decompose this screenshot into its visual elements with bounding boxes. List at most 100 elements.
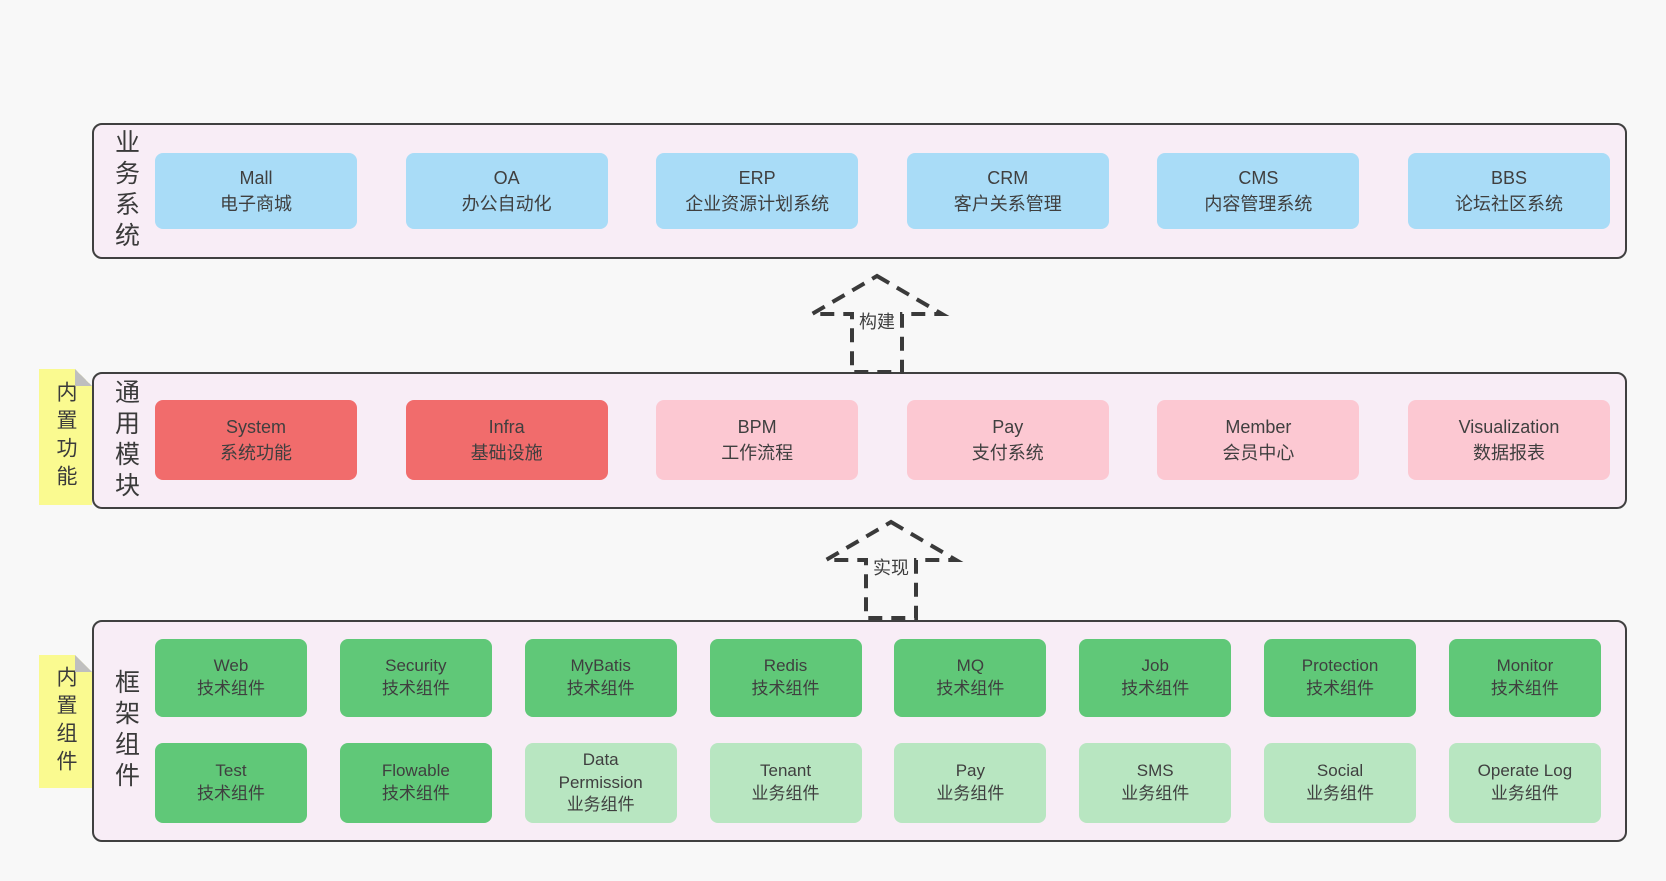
box-mall: Mall 电子商城 xyxy=(155,153,357,229)
box-subtitle: 内容管理系统 xyxy=(1204,194,1313,214)
box-test: Test 技术组件 xyxy=(155,743,307,823)
box-pay-component: Pay 业务组件 xyxy=(894,743,1047,823)
dashed-up-arrow-icon xyxy=(818,519,964,620)
box-title: SMS xyxy=(1136,761,1174,781)
box-title: Redis xyxy=(763,656,808,676)
box-title: Data Permission xyxy=(558,749,643,792)
box-title: Flowable xyxy=(381,761,450,781)
box-subtitle: 会员中心 xyxy=(1222,443,1295,463)
box-subtitle: 业务组件 xyxy=(751,784,820,803)
box-title: Member xyxy=(1225,416,1292,437)
business-box-row: Mall 电子商城 OA 办公自动化 ERP 企业资源计划系统 CRM 客户关系… xyxy=(155,153,1610,229)
box-flowable: Flowable 技术组件 xyxy=(339,743,492,823)
box-subtitle: 基础设施 xyxy=(470,443,543,463)
box-subtitle: 技术组件 xyxy=(197,784,265,803)
box-title: Visualization xyxy=(1458,416,1560,437)
arrow-implement: 实现 xyxy=(816,514,966,624)
box-subtitle: 技术组件 xyxy=(381,679,450,698)
box-mq: MQ 技术组件 xyxy=(894,639,1047,717)
box-operate-log: Operate Log 业务组件 xyxy=(1448,743,1601,823)
band-common-modules: 通用模块 System 系统功能 Infra 基础设施 BPM 工作流程 Pay… xyxy=(92,372,1627,509)
note-text: 内置功能 xyxy=(54,381,77,493)
dashed-up-arrow-icon xyxy=(804,273,950,374)
box-title: Web xyxy=(213,656,249,676)
box-oa: OA 办公自动化 xyxy=(405,153,608,229)
box-subtitle: 企业资源计划系统 xyxy=(685,194,830,214)
note-fold-corner xyxy=(75,655,92,672)
box-title: Operate Log xyxy=(1477,761,1573,781)
sticky-note-builtin-features: 内置功能 xyxy=(39,369,92,505)
arrow-build-label: 构建 xyxy=(854,306,900,336)
box-title: Security xyxy=(385,656,447,676)
box-subtitle: 办公自动化 xyxy=(461,194,552,214)
box-title: Social xyxy=(1316,761,1364,781)
box-subtitle: 技术组件 xyxy=(936,679,1005,698)
box-title: Protection xyxy=(1301,656,1379,676)
box-subtitle: 支付系统 xyxy=(971,443,1044,463)
band-business-systems: 业务系统 Mall 电子商城 OA 办公自动化 ERP 企业资源计划系统 CRM… xyxy=(92,123,1627,259)
box-title: Mall xyxy=(239,167,273,188)
box-cms: CMS 内容管理系统 xyxy=(1157,153,1360,229)
box-subtitle: 工作流程 xyxy=(721,443,794,463)
box-subtitle: 业务组件 xyxy=(1490,784,1559,803)
band-framework-components: 框架组件 Web 技术组件 Security 技术组件 MyBatis 技术组件… xyxy=(92,620,1627,842)
box-subtitle: 技术组件 xyxy=(751,679,820,698)
box-web: Web 技术组件 xyxy=(155,639,307,717)
band-label-business-systems: 业务系统 xyxy=(111,129,140,253)
box-subtitle: 电子商城 xyxy=(220,194,292,214)
box-title: BPM xyxy=(737,416,777,437)
box-protection: Protection 技术组件 xyxy=(1264,639,1417,717)
box-title: Job xyxy=(1141,656,1169,676)
box-subtitle: 业务组件 xyxy=(936,784,1005,803)
box-subtitle: 业务组件 xyxy=(1306,784,1375,803)
box-title: MQ xyxy=(956,656,985,676)
box-bpm: BPM 工作流程 xyxy=(656,400,859,480)
box-subtitle: 业务组件 xyxy=(1121,784,1190,803)
box-subtitle: 业务组件 xyxy=(566,795,635,815)
band-label-framework-components: 框架组件 xyxy=(111,669,140,793)
box-title: CRM xyxy=(987,167,1029,188)
box-title: Tenant xyxy=(760,761,812,781)
band-label-common-modules: 通用模块 xyxy=(111,378,140,503)
box-redis: Redis 技术组件 xyxy=(709,639,862,717)
box-subtitle: 系统功能 xyxy=(220,443,292,463)
box-bbs: BBS 论坛社区系统 xyxy=(1407,153,1610,229)
modules-box-row: System 系统功能 Infra 基础设施 BPM 工作流程 Pay 支付系统… xyxy=(155,400,1610,480)
box-title: Infra xyxy=(488,416,525,437)
box-member: Member 会员中心 xyxy=(1157,400,1360,480)
box-tenant: Tenant 业务组件 xyxy=(709,743,862,823)
box-subtitle: 技术组件 xyxy=(1306,679,1375,698)
box-crm: CRM 客户关系管理 xyxy=(906,153,1109,229)
box-subtitle: 技术组件 xyxy=(1121,679,1190,698)
box-security: Security 技术组件 xyxy=(339,639,492,717)
box-title: Monitor xyxy=(1496,656,1554,676)
box-pay-system: Pay 支付系统 xyxy=(906,400,1109,480)
box-subtitle: 客户关系管理 xyxy=(953,194,1062,214)
arrow-build: 构建 xyxy=(802,268,952,378)
components-box-row-1: Web 技术组件 Security 技术组件 MyBatis 技术组件 Redi… xyxy=(155,639,1601,717)
sticky-note-builtin-components: 内置组件 xyxy=(39,655,92,788)
box-monitor: Monitor 技术组件 xyxy=(1448,639,1601,717)
box-data-permission: Data Permission 业务组件 xyxy=(524,743,677,823)
box-sms: SMS 业务组件 xyxy=(1079,743,1232,823)
box-title: System xyxy=(225,416,286,437)
box-system: System 系统功能 xyxy=(155,400,357,480)
box-subtitle: 论坛社区系统 xyxy=(1454,194,1563,214)
box-title: OA xyxy=(493,167,520,188)
box-subtitle: 技术组件 xyxy=(197,679,265,698)
box-subtitle: 技术组件 xyxy=(566,679,635,698)
box-social: Social 业务组件 xyxy=(1264,743,1417,823)
box-erp: ERP 企业资源计划系统 xyxy=(656,153,859,229)
box-title: ERP xyxy=(738,167,776,188)
box-title: CMS xyxy=(1238,167,1279,188)
box-subtitle: 数据报表 xyxy=(1472,443,1545,463)
box-title: Pay xyxy=(992,416,1024,437)
box-title: BBS xyxy=(1490,167,1527,188)
box-subtitle: 技术组件 xyxy=(1490,679,1559,698)
box-visualization: Visualization 数据报表 xyxy=(1407,400,1610,480)
box-title: Test xyxy=(215,761,247,781)
box-job: Job 技术组件 xyxy=(1079,639,1232,717)
box-title: Pay xyxy=(955,761,986,781)
box-infra: Infra 基础设施 xyxy=(405,400,608,480)
